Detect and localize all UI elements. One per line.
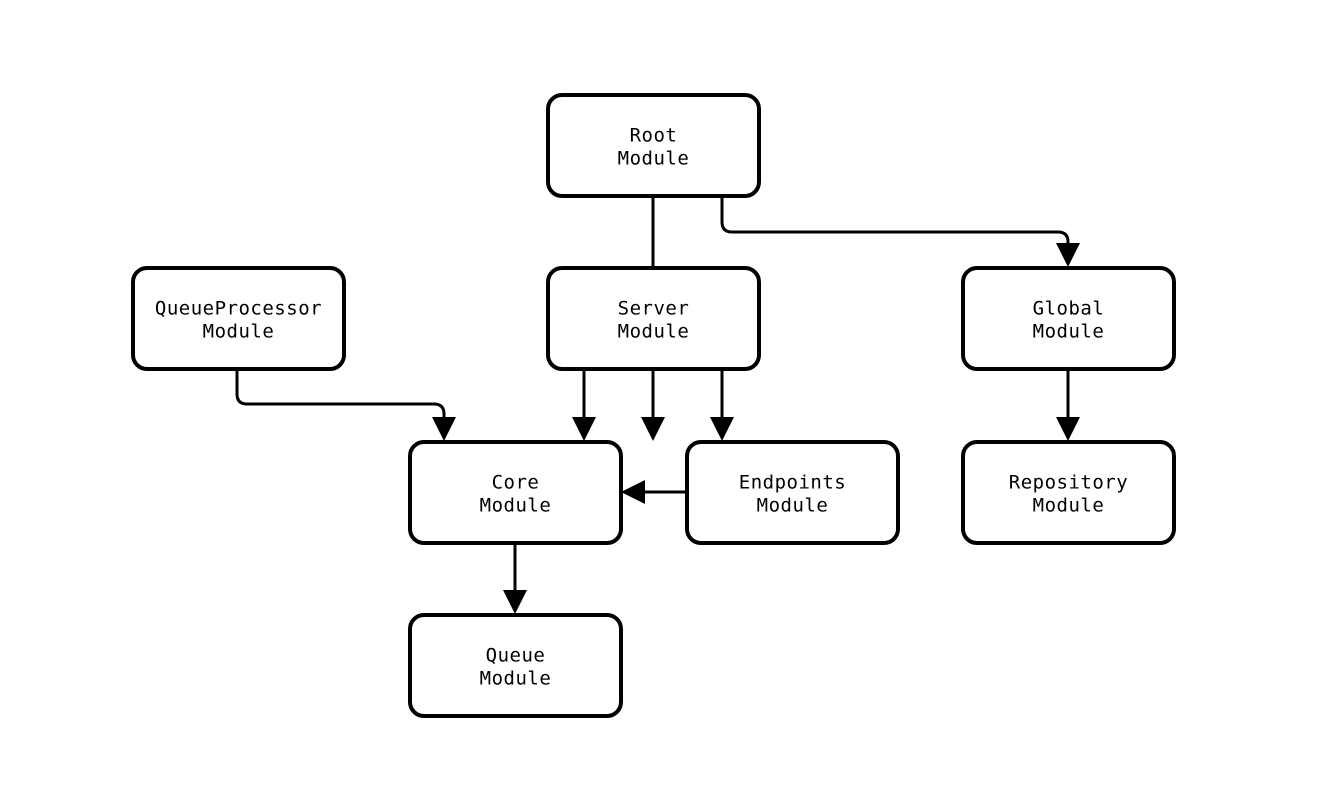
node-root-module[interactable]: Root Module xyxy=(546,93,761,198)
node-server-module-label-line1: Server xyxy=(618,298,690,320)
edge-server-to-endpoints xyxy=(710,369,734,441)
edge-endpoints-to-core xyxy=(621,480,687,504)
edge-root-to-global-line xyxy=(720,196,1070,254)
node-endpoints-module-label-line2: Module xyxy=(757,495,829,517)
node-queueprocessor-module-label-line1: QueueProcessor xyxy=(155,298,322,320)
node-endpoints-module-label-line1: Endpoints xyxy=(739,472,846,494)
edge-root-to-global-arrowhead xyxy=(1056,243,1080,267)
node-global-module-box[interactable] xyxy=(961,266,1176,371)
node-repository-module-box[interactable] xyxy=(961,440,1176,545)
edge-layer xyxy=(235,196,1080,614)
node-queue-module[interactable]: Queue Module xyxy=(408,613,623,718)
node-queue-module-label-line1: Queue xyxy=(486,645,546,667)
edge-server-to-core-arrowhead xyxy=(572,417,596,441)
node-server-module[interactable]: Server Module xyxy=(546,266,761,371)
node-global-module-label-line1: Global xyxy=(1033,298,1105,320)
edge-server-to-core xyxy=(572,369,596,441)
edge-core-to-queue-arrowhead xyxy=(503,590,527,614)
edge-core-to-queue xyxy=(503,543,527,614)
edge-queueprocessor-to-core-line xyxy=(235,369,446,428)
node-core-module[interactable]: Core Module xyxy=(408,440,623,545)
node-queueprocessor-module-box[interactable] xyxy=(131,266,346,371)
node-core-module-box[interactable] xyxy=(408,440,623,545)
node-repository-module-label-line2: Module xyxy=(1033,495,1105,517)
edge-root-to-server-arrowhead xyxy=(641,417,665,441)
node-queueprocessor-module-label-line2: Module xyxy=(203,321,275,343)
node-core-module-label-line2: Module xyxy=(480,495,552,517)
node-root-module-label-line1: Root xyxy=(630,125,678,147)
edge-root-to-global xyxy=(720,196,1080,267)
node-root-module-label-line2: Module xyxy=(618,148,690,170)
node-queueprocessor-module[interactable]: QueueProcessor Module xyxy=(131,266,346,371)
node-layer: Root Module QueueProcessor Module Server… xyxy=(131,93,1176,718)
node-root-module-box[interactable] xyxy=(546,93,761,198)
edge-global-to-repository xyxy=(1056,369,1080,441)
edge-endpoints-to-core-arrowhead xyxy=(621,480,645,504)
node-endpoints-module-box[interactable] xyxy=(685,440,900,545)
node-repository-module-label-line1: Repository xyxy=(1009,472,1128,494)
node-global-module[interactable]: Global Module xyxy=(961,266,1176,371)
node-core-module-label-line1: Core xyxy=(492,472,540,494)
node-queue-module-box[interactable] xyxy=(408,613,623,718)
node-global-module-label-line2: Module xyxy=(1033,321,1105,343)
edge-queueprocessor-to-core xyxy=(235,369,456,441)
node-endpoints-module[interactable]: Endpoints Module xyxy=(685,440,900,545)
node-queue-module-label-line2: Module xyxy=(480,668,552,690)
edge-queueprocessor-to-core-arrowhead xyxy=(432,417,456,441)
edge-server-to-endpoints-arrowhead xyxy=(710,417,734,441)
edge-global-to-repository-arrowhead xyxy=(1056,417,1080,441)
node-server-module-label-line2: Module xyxy=(618,321,690,343)
node-server-module-box[interactable] xyxy=(546,266,761,371)
node-repository-module[interactable]: Repository Module xyxy=(961,440,1176,545)
